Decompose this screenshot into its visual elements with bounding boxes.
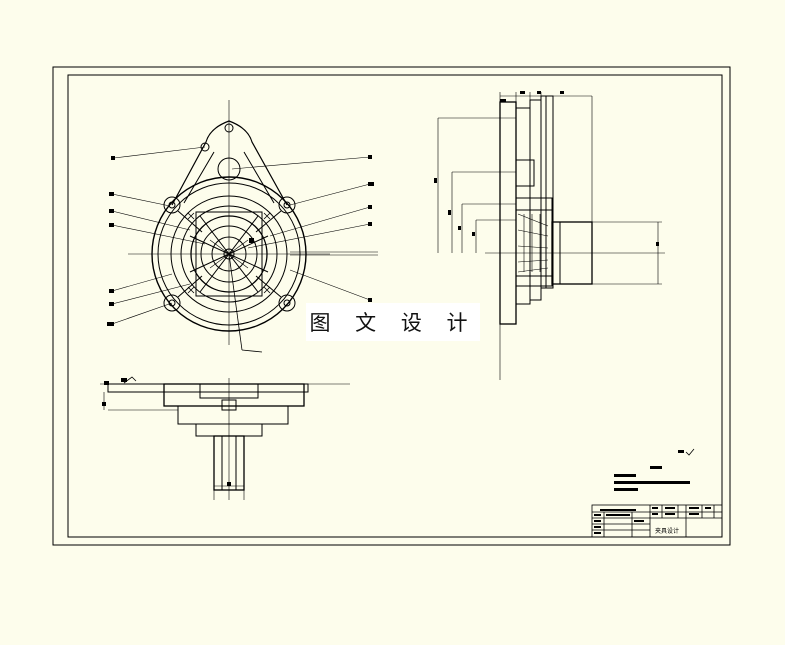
technical-notes — [614, 450, 690, 491]
roughness-symbol — [685, 448, 695, 456]
front-view — [107, 100, 378, 353]
side-view — [434, 91, 665, 380]
sheet-border — [52, 66, 731, 546]
section-view — [100, 376, 350, 500]
title-block — [591, 504, 723, 538]
title-block-name: 夹具设计 — [655, 528, 680, 535]
watermark: 图 文 设 计 — [306, 303, 480, 341]
